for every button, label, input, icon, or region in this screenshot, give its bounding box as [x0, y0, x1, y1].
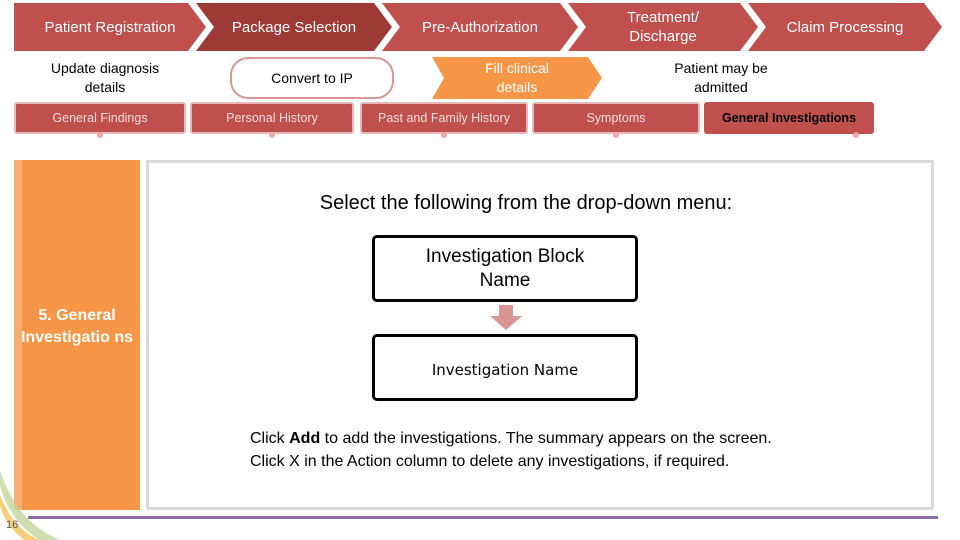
step-patient-registration[interactable]: Patient Registration: [14, 3, 206, 51]
tab-general-findings[interactable]: General Findings: [14, 102, 186, 134]
substep-label: Convert to IP: [271, 69, 353, 86]
tab-pin: [97, 132, 103, 138]
substep-label: Fill clinical details: [485, 60, 549, 95]
investigation-name-label: Investigation Name: [431, 360, 579, 379]
substep-convert-to-ip[interactable]: Convert to IP: [230, 57, 394, 99]
step-label: Claim Processing: [786, 18, 904, 36]
substep-fill-clinical-details[interactable]: Fill clinical details: [432, 57, 602, 99]
page-number: 16: [6, 519, 19, 531]
side-panel-stripe: [14, 160, 22, 510]
step-treatment-discharge[interactable]: Treatment/ Discharge: [568, 3, 758, 51]
tab-label: Symptoms: [586, 111, 646, 125]
instruction-delete: Click X in the Action column to delete a…: [250, 453, 730, 470]
step-label: Pre-Authorization: [422, 18, 538, 36]
step-pre-authorization[interactable]: Pre-Authorization: [382, 3, 578, 51]
tab-label: General Investigations: [721, 111, 857, 125]
instruction-add: Click Add to add the investigations. The…: [250, 430, 772, 448]
substep-label: Patient may be admitted: [674, 60, 768, 95]
investigation-name-dropdown[interactable]: Investigation Name: [372, 334, 638, 401]
tab-pin: [853, 132, 859, 138]
investigation-block-label: Investigation Block Name: [425, 245, 585, 291]
step-package-selection[interactable]: Package Selection: [196, 3, 392, 51]
tab-label: Personal History: [226, 111, 318, 125]
arrow-down-icon: [490, 305, 522, 330]
content-heading: Select the following from the drop-down …: [319, 192, 733, 214]
add-keyword: Add: [289, 430, 321, 447]
tab-pin: [269, 132, 275, 138]
instruction-text: to add the investigations. The summary a…: [320, 430, 772, 447]
step-claim-processing[interactable]: Claim Processing: [748, 3, 942, 51]
tab-personal-history[interactable]: Personal History: [190, 102, 354, 134]
tab-symptoms[interactable]: Symptoms: [532, 102, 700, 134]
side-panel: [14, 160, 140, 510]
footer-line: [28, 516, 938, 519]
tab-pin: [441, 132, 447, 138]
step-label: Patient Registration: [44, 18, 176, 36]
tab-past-family-history[interactable]: Past and Family History: [360, 102, 528, 134]
substep-patient-admitted[interactable]: Patient may be admitted: [650, 57, 792, 99]
substep-update-diagnosis[interactable]: Update diagnosis details: [14, 57, 196, 99]
instruction-text: Click: [250, 430, 290, 447]
side-panel-label: 5. General Investigatio ns: [20, 307, 134, 346]
tab-general-investigations[interactable]: General Investigations: [704, 102, 874, 134]
investigation-block-dropdown[interactable]: Investigation Block Name: [372, 235, 638, 302]
tab-pin: [613, 132, 619, 138]
tab-label: General Findings: [52, 111, 148, 125]
decorative-swoosh-icon: [0, 470, 60, 540]
step-label: Package Selection: [231, 18, 357, 36]
substep-label: Update diagnosis details: [50, 60, 160, 95]
tab-label: Past and Family History: [378, 111, 510, 125]
step-label: Treatment/ Discharge: [627, 9, 699, 45]
